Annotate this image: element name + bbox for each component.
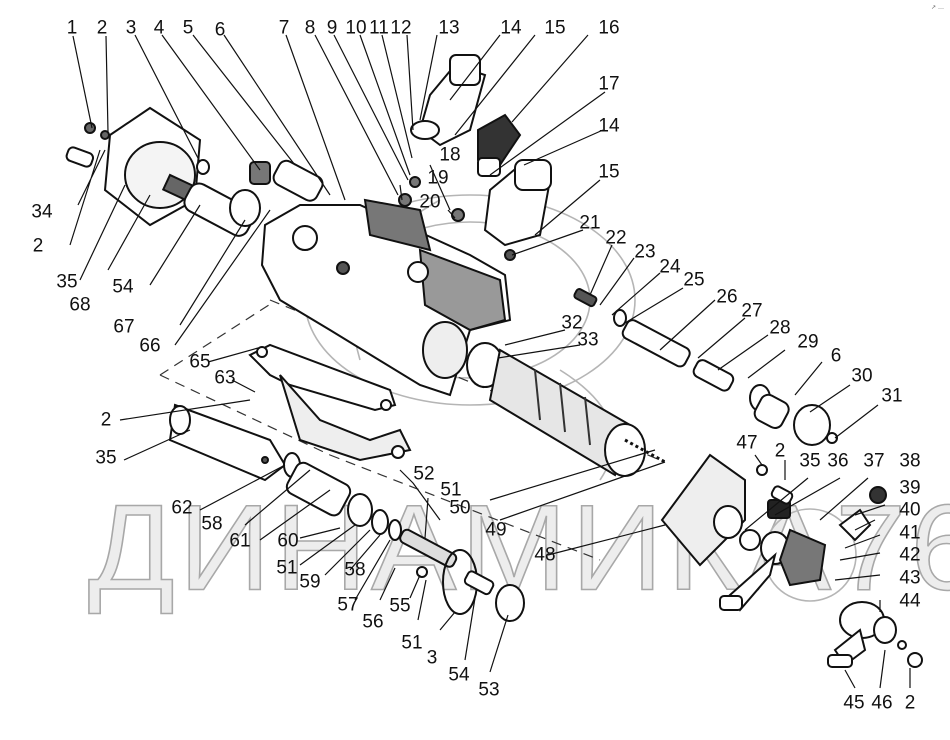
part-label: 8: [304, 17, 316, 39]
part-label: 6: [830, 345, 842, 367]
part-label: 25: [683, 269, 705, 291]
part-label: 17: [598, 73, 620, 95]
part-label: 67: [113, 316, 135, 338]
part-label: 18: [439, 144, 461, 166]
dashed-alignment-outline: [159, 299, 661, 561]
part-label: 58: [344, 559, 366, 581]
part-label: 58: [201, 513, 223, 535]
part-label: 63: [214, 367, 236, 389]
part-label: 62: [171, 497, 193, 519]
left-cover-plate: [65, 106, 210, 227]
part-label: 4: [153, 17, 165, 39]
corner-mark: ↗ …: [931, 4, 944, 11]
part-label: 2: [774, 440, 786, 462]
part-label: 14: [500, 17, 522, 39]
part-label: 21: [579, 212, 601, 234]
part-label: 20: [419, 191, 441, 213]
part-label: 51: [401, 632, 423, 654]
leader-lines: [69, 34, 911, 689]
part-label: 42: [899, 544, 921, 566]
part-label: 15: [598, 161, 620, 183]
part-label: 51: [440, 479, 462, 501]
part-label: 32: [561, 312, 583, 334]
part-label: 50: [449, 497, 471, 519]
part-label: 10: [345, 17, 367, 39]
part-label: 27: [741, 300, 763, 322]
part-label: 44: [899, 590, 921, 612]
part-label: 19: [427, 167, 449, 189]
part-label: 15: [544, 17, 566, 39]
part-label: 40: [899, 499, 921, 521]
part-label: 3: [426, 647, 438, 669]
part-label: 29: [797, 331, 819, 353]
part-label: 5: [182, 17, 194, 39]
part-label: 43: [899, 567, 921, 589]
part-label: 7: [278, 17, 290, 39]
part-label: 60: [277, 530, 299, 552]
top-fittings: [398, 54, 552, 261]
part-label: 24: [659, 256, 681, 278]
part-label: 13: [438, 17, 460, 39]
part-label: 34: [31, 201, 53, 223]
part-label: 55: [389, 595, 411, 617]
part-label: 36: [827, 450, 849, 472]
part-label: 16: [598, 17, 620, 39]
part-label: 61: [229, 530, 251, 552]
part-label: 45: [843, 692, 865, 714]
part-label: 11: [369, 17, 389, 39]
part-label: 28: [769, 317, 791, 339]
part-label: 2: [96, 17, 108, 39]
left-shaft-assembly: [183, 159, 324, 237]
left-sleeve: [168, 403, 287, 482]
part-label: 68: [69, 294, 91, 316]
part-label: 35: [799, 450, 821, 472]
part-label: 41: [899, 522, 921, 544]
right-rod-assembly: [573, 288, 838, 446]
part-label: 48: [534, 544, 556, 566]
valve-body: [260, 198, 512, 397]
part-label: 59: [299, 571, 321, 593]
part-label: 54: [112, 276, 134, 298]
part-label: 22: [605, 227, 627, 249]
mounting-bracket: [248, 343, 412, 462]
part-label: 56: [362, 611, 384, 633]
part-label: 2: [100, 409, 112, 431]
part-label: 26: [716, 286, 738, 308]
part-label: 51: [276, 557, 298, 579]
part-label: 66: [139, 335, 161, 357]
part-label: 57: [337, 594, 359, 616]
part-label: 9: [326, 17, 338, 39]
part-label: 46: [871, 692, 893, 714]
part-label: 23: [634, 241, 656, 263]
part-label: 35: [56, 271, 78, 293]
part-label: 53: [478, 679, 500, 701]
part-label: 54: [448, 664, 470, 686]
part-label: 49: [485, 519, 507, 541]
part-label: 35: [95, 447, 117, 469]
part-label: 52: [413, 463, 435, 485]
part-label: 14: [598, 115, 620, 137]
part-label: 1: [66, 17, 78, 39]
part-label: 33: [577, 329, 599, 351]
part-label: 39: [899, 477, 921, 499]
part-label: 38: [899, 450, 921, 472]
part-label: 47: [736, 432, 758, 454]
right-cover-and-lever: [660, 453, 923, 668]
part-label: 31: [881, 385, 903, 407]
part-label: 6: [214, 19, 226, 41]
part-label: 37: [863, 450, 885, 472]
part-label: 2: [904, 692, 916, 714]
part-label: 3: [125, 17, 137, 39]
part-label: 65: [189, 351, 211, 373]
part-label: 30: [851, 365, 873, 387]
part-label: 12: [390, 17, 412, 39]
part-label: 2: [32, 235, 44, 257]
